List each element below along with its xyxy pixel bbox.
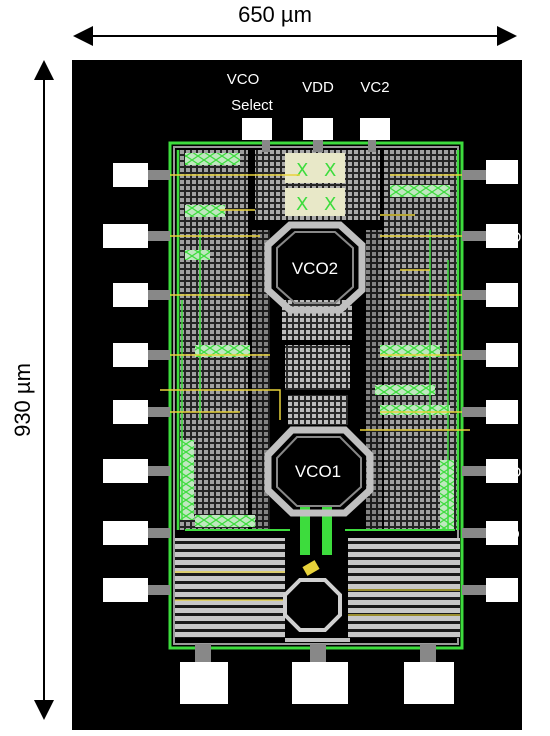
pad-gnd-left-2: GND <box>103 459 170 483</box>
pad-label-vco-select-line1: VCO <box>227 71 260 88</box>
pad-label-vb4: VB4 <box>489 583 517 600</box>
pad-label-gnd-right-2: GND <box>488 464 522 481</box>
pad-vb4: VB4 <box>462 578 518 602</box>
pad-gnd-left-1: GND <box>103 224 170 248</box>
pad-vc2: VC2 <box>360 79 390 152</box>
vco1-label: VCO1 <box>295 462 341 481</box>
svg-text:X: X <box>324 194 336 215</box>
pad-b3: B3 <box>113 163 170 187</box>
pad-vco-select: VCO Select <box>227 71 274 152</box>
core-circuit: X X X X <box>148 141 488 650</box>
pad-vdd-top: VDD <box>302 79 334 152</box>
pad-vout: VOUT <box>292 644 348 704</box>
pad-b1: B1 <box>462 160 518 184</box>
top-pads: VCO Select VDD VC2 <box>227 71 390 152</box>
pad-label-vco-select-line2: Select <box>231 97 274 114</box>
pad-vc1: VC1 <box>462 400 518 424</box>
pad-label-gnd-bottom-right: GND <box>412 677 446 694</box>
pad-b2: B2 <box>113 283 170 307</box>
pad-gnd-bottom-left: GND <box>180 644 228 704</box>
pad-label-gnd-left-1: GND <box>104 229 138 246</box>
left-pads: B3 GND B2 S1 S4 GND VDD VB5 <box>103 163 170 602</box>
right-pads: B1 GND S2 S3 VC1 GND VDD VB4 <box>462 160 522 602</box>
pad-vdd-left: VDD <box>103 521 170 545</box>
svg-text:X: X <box>296 160 308 181</box>
pad-label-s3: S3 <box>490 348 508 365</box>
pad-label-s2: S2 <box>490 288 508 305</box>
pad-label-vout: VOUT <box>299 677 341 694</box>
pad-vdd-right: VDD <box>462 521 520 545</box>
pad-gnd-right-2: GND <box>462 459 522 483</box>
pad-label-b2: B2 <box>118 288 136 305</box>
pad-label-gnd-right-1: GND <box>488 229 522 246</box>
width-dimension-label: 650 µm <box>238 2 312 27</box>
svg-text:X: X <box>296 194 308 215</box>
svg-text:X: X <box>324 160 336 181</box>
pad-label-vb5: VB5 <box>106 583 134 600</box>
pad-label-vc1: VC1 <box>489 405 518 422</box>
pad-s3: S3 <box>462 343 518 367</box>
pad-label-s1: S1 <box>118 348 136 365</box>
pad-label-gnd-bottom-left: GND <box>187 677 221 694</box>
pad-label-vdd-top: VDD <box>302 79 334 96</box>
pad-label-vdd-right: VDD <box>488 526 520 543</box>
pad-label-vdd-left: VDD <box>104 526 136 543</box>
pad-s1: S1 <box>113 343 170 367</box>
pad-gnd-bottom-right: GND <box>404 644 454 704</box>
pad-label-b3: B3 <box>118 168 136 185</box>
pad-vb5: VB5 <box>103 578 170 602</box>
pad-label-s4: S4 <box>118 405 136 422</box>
pad-label-gnd-left-2: GND <box>104 464 138 481</box>
bottom-pads: GND VOUT GND <box>180 644 454 704</box>
vco2-label: VCO2 <box>292 259 338 278</box>
pad-s2: S2 <box>462 283 518 307</box>
pad-label-b1: B1 <box>490 165 508 182</box>
pad-label-vc2: VC2 <box>360 79 389 96</box>
pad-s4: S4 <box>113 400 170 424</box>
pad-gnd-right-1: GND <box>462 224 522 248</box>
